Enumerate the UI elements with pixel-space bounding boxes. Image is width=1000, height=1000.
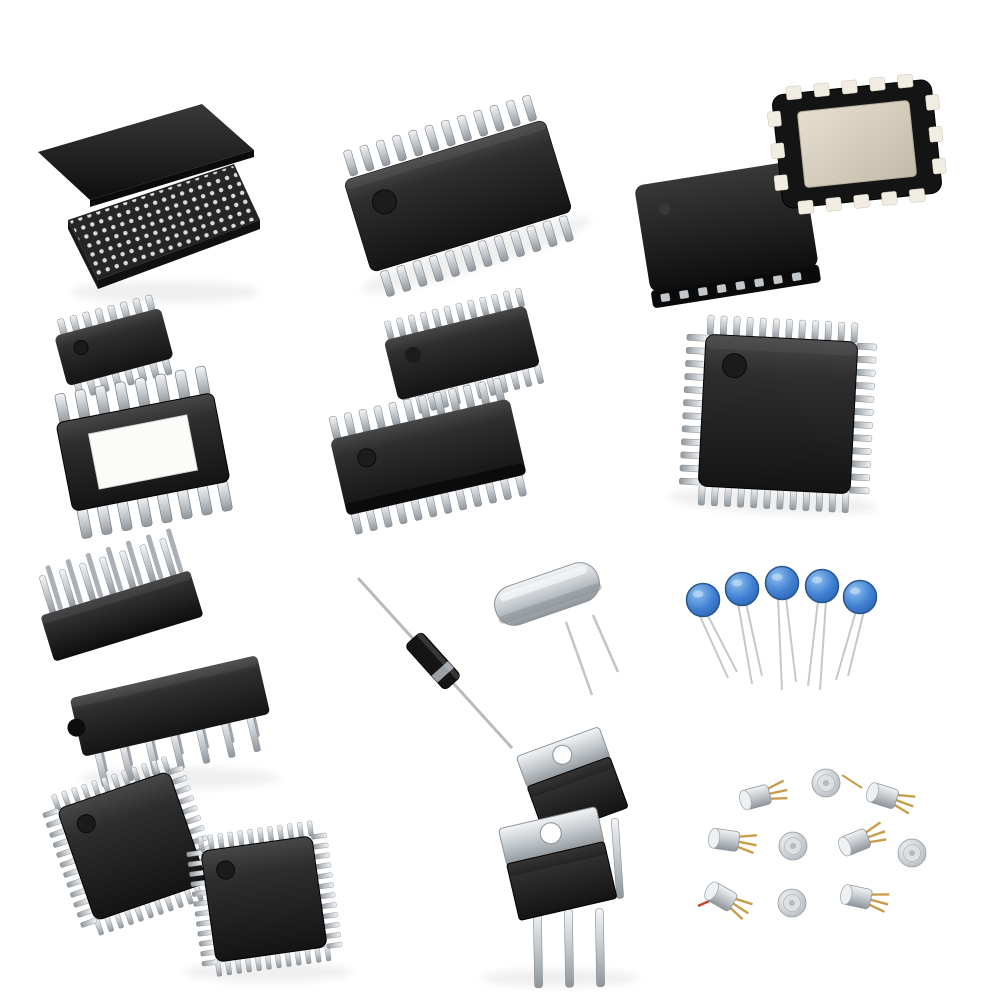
body-highlight	[70, 656, 259, 708]
bga-edge-front	[98, 220, 260, 289]
component-qfp-b	[184, 819, 344, 979]
component-ssop-large	[325, 377, 531, 536]
package-body	[41, 571, 203, 661]
package-body	[58, 772, 206, 920]
edge-pads	[660, 272, 802, 302]
package-body	[331, 399, 525, 513]
sensor-can-top	[811, 768, 841, 798]
package-body	[55, 308, 173, 386]
component-dip-up	[39, 528, 203, 661]
varistor-disc	[804, 568, 840, 604]
gold-wire	[841, 774, 863, 789]
mounting-hole	[539, 822, 562, 845]
package-body	[384, 306, 540, 400]
pin1-dimple	[73, 340, 89, 356]
component-crystal	[494, 562, 620, 696]
sensor-can-side	[834, 819, 890, 860]
pin1-dimple	[76, 814, 96, 834]
mounting-hole	[552, 744, 573, 765]
plastic-body	[506, 841, 617, 921]
thermal-pad	[87, 414, 199, 490]
shadow	[668, 488, 879, 516]
substrate	[797, 100, 917, 188]
body-ridge	[527, 756, 614, 799]
package-body	[698, 334, 858, 494]
sensor-can-top	[778, 831, 808, 861]
bga-ball-grid	[70, 166, 258, 277]
pin1-dimple	[216, 860, 236, 880]
package-body	[70, 656, 270, 756]
component-varistors	[685, 565, 878, 691]
sensor-can-side	[706, 826, 760, 856]
sensor-can-side	[863, 779, 918, 817]
sensor-can-side	[837, 882, 892, 915]
component-dip-down	[67, 656, 270, 788]
package-body	[344, 120, 572, 272]
package-body	[635, 160, 818, 292]
component-powerpad	[51, 365, 236, 540]
pin1-dot	[659, 203, 671, 215]
sensor-can-top	[777, 888, 807, 918]
body-ridge	[506, 841, 607, 877]
body-highlight	[41, 571, 192, 624]
sensor-can-side	[700, 878, 756, 923]
bga-edge-left	[68, 220, 98, 289]
varistor-disc	[764, 565, 800, 601]
sensor-can-top	[897, 838, 927, 868]
component-sensors	[697, 768, 927, 923]
component-msop	[55, 293, 177, 401]
pins-back-row	[45, 528, 184, 610]
crystal-lead-1	[564, 621, 594, 696]
component-bga-set	[38, 104, 260, 289]
notch	[67, 718, 86, 737]
component-to220-b	[498, 806, 617, 989]
crystal-lead-2	[591, 614, 620, 673]
pin1-dimple	[721, 353, 747, 379]
diode-body	[406, 632, 460, 690]
top-highlight	[705, 334, 858, 356]
component-qfp-a	[38, 752, 226, 940]
ic-lid	[38, 104, 254, 200]
varistor-leads	[698, 597, 865, 691]
package-body	[201, 836, 327, 962]
varistor-disc	[724, 571, 760, 607]
component-lqfp	[668, 314, 879, 516]
varistor-disc	[685, 582, 721, 618]
can-seam	[498, 583, 602, 624]
can-highlight	[499, 565, 588, 602]
pin1-dimple	[357, 448, 377, 468]
top-highlight	[344, 120, 547, 190]
legs	[533, 908, 605, 989]
front-edge	[651, 264, 821, 308]
body-side	[345, 463, 526, 515]
component-qfn-gold	[767, 73, 947, 215]
varistor-disc	[842, 579, 878, 615]
perimeter-pads	[767, 73, 947, 215]
pin1-dimple	[371, 189, 397, 215]
body-highlight	[417, 632, 460, 680]
component-ssop-small	[379, 288, 544, 418]
pin1-dimple	[405, 346, 422, 363]
pins-front-row	[39, 538, 177, 615]
ic-lid-edge	[90, 150, 254, 207]
cathode-band	[431, 661, 454, 683]
component-qfn-black	[635, 160, 821, 308]
sensor-can-side	[736, 778, 791, 813]
component-tssop	[321, 88, 591, 304]
component-diode	[356, 576, 514, 750]
